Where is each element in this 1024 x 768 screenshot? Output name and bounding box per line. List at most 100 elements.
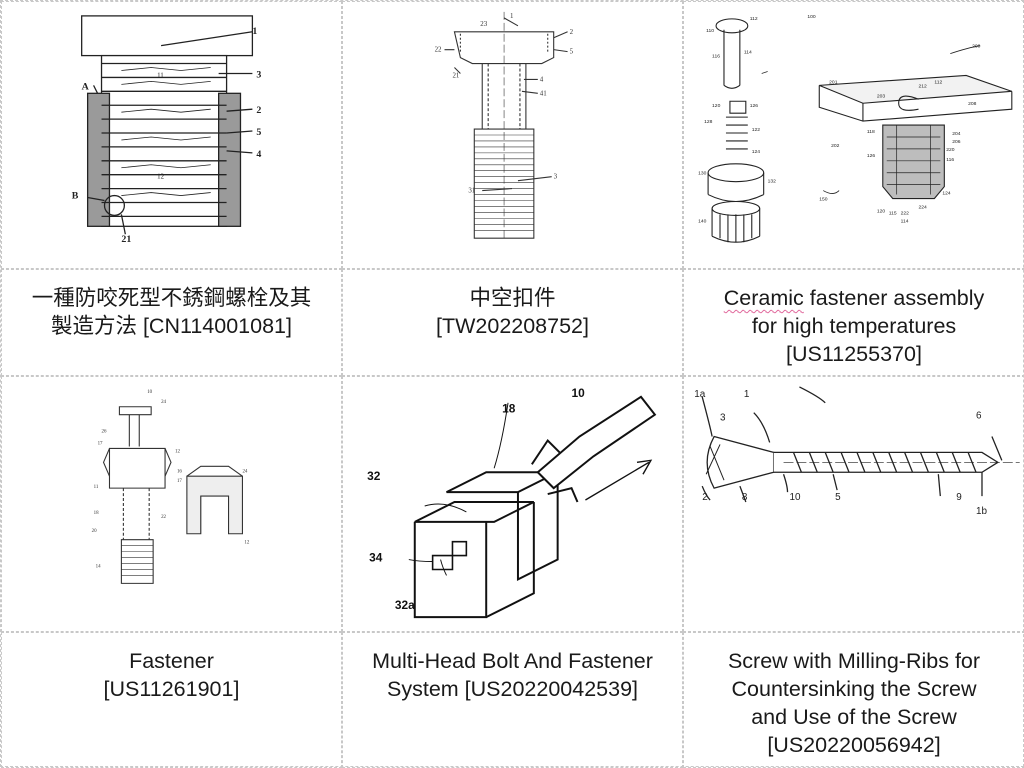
figure-3-label-33: 114 — [901, 218, 909, 224]
figure-3-caption-line-3: [US11255370] — [724, 340, 985, 368]
figure-2-label-5: 5 — [570, 48, 574, 56]
figure-4-label-1: 10 — [147, 390, 152, 395]
figure-2-caption-cell: 中空扣件 [TW202208752] — [342, 269, 683, 376]
figure-6-label-2: 1 — [744, 389, 750, 400]
figure-1-label-5: 5 — [256, 127, 261, 138]
figure-2-label-3: 2 — [570, 28, 574, 36]
figure-6-label-9: 6 — [976, 411, 982, 422]
figure-4-label-4: 12 — [175, 449, 180, 454]
figure-6-label-6: 10 — [790, 492, 802, 503]
figure-3-label-5: 114 — [744, 50, 752, 56]
figure-3-label-7: 201 — [829, 79, 838, 85]
figure-3-label-20: 206 — [952, 139, 961, 145]
figure-3-label-30: 115 — [889, 210, 897, 216]
figure-1-label-10: 12 — [157, 173, 164, 181]
figure-1-label-8: 21 — [121, 234, 131, 245]
figure-5-label-5: 32a — [395, 598, 415, 612]
figure-3-label-13: 126 — [750, 103, 759, 109]
figure-6-label-1: 1a — [694, 389, 706, 400]
figure-2-drawing: 1 23 2 22 5 21 4 41 3 31 — [342, 1, 683, 269]
ceramic-fastener-drawing: 110 112 100 116 114 200 201 212 112 208 … — [684, 2, 1024, 268]
fastener-drawing: 10 24 26 12 17 16 17 11 18 22 20 14 24 1… — [2, 377, 341, 631]
figure-5-label-3: 32 — [367, 469, 381, 483]
figure-2-label-2: 23 — [480, 20, 487, 28]
figure-4-label-5: 17 — [98, 441, 103, 446]
anti-seize-bolt-drawing: 1 3 A 2 5 4 B 21 11 12 — [2, 2, 341, 268]
figure-1-label-2: 3 — [256, 69, 261, 80]
figure-6-caption-line-1: Screw with Milling-Ribs for — [728, 647, 980, 675]
figure-3-label-19: 204 — [952, 131, 961, 137]
figure-6-label-8: 9 — [956, 492, 962, 503]
figure-4-label-6: 16 — [177, 469, 182, 474]
figure-3-caption-line-2: for high temperatures — [724, 312, 985, 340]
figure-3-label-3: 100 — [807, 14, 816, 20]
figure-3-label-23: 220 — [946, 147, 955, 153]
figure-4-label-2: 24 — [161, 400, 166, 405]
spellcheck-underline: Ceramic — [724, 286, 804, 310]
figure-4-label-14: 12 — [244, 541, 249, 546]
figure-2-label-4: 22 — [435, 46, 442, 54]
figure-5-label-4: 34 — [369, 551, 383, 565]
figure-3-label-26: 140 — [698, 218, 707, 224]
figure-3-label-8: 212 — [919, 83, 928, 89]
figure-2-label-10: 31 — [468, 187, 475, 195]
figure-3-label-18: 118 — [867, 129, 875, 135]
figure-2-caption-line-1: 中空扣件 — [436, 284, 589, 312]
figure-4-label-7: 17 — [177, 479, 182, 484]
figure-3-label-25: 116 — [946, 157, 954, 163]
figure-5-caption-line-1: Multi-Head Bolt And Fastener — [372, 647, 653, 675]
figure-3-label-27: 150 — [819, 197, 828, 203]
figure-3-label-4: 116 — [712, 54, 720, 60]
figure-5-label-2: 18 — [502, 402, 516, 416]
figure-3-caption-cell: Ceramic fastener assembly for high tempe… — [683, 269, 1024, 376]
figure-3-label-31: 222 — [901, 210, 910, 216]
figure-6-label-3: 3 — [720, 413, 726, 424]
figure-1-label-1: 1 — [252, 26, 257, 37]
figure-3-label-21: 130 — [698, 171, 707, 177]
figure-3-label-2: 112 — [750, 16, 758, 22]
figure-3-label-32: 224 — [919, 204, 928, 210]
figure-3-label-1: 110 — [706, 28, 714, 34]
figure-4-label-3: 26 — [102, 430, 107, 435]
figure-2-label-8: 41 — [540, 89, 547, 97]
figure-6-caption-line-2: Countersinking the Screw — [728, 675, 980, 703]
figure-4-caption-line-1: Fastener — [104, 647, 240, 675]
figure-3-label-6: 200 — [972, 44, 981, 50]
figure-1-label-9: 11 — [157, 71, 164, 79]
figure-4-label-12: 14 — [96, 565, 101, 570]
figure-4-caption-cell: Fastener [US11261901] — [1, 632, 342, 768]
figure-5-caption: Multi-Head Bolt And Fastener System [US2… — [372, 647, 653, 703]
figure-5-label-1: 10 — [572, 386, 586, 400]
figure-3-label-22: 132 — [768, 179, 777, 185]
figure-5-caption-line-2: System [US20220042539] — [372, 675, 653, 703]
figure-1-drawing: 1 3 A 2 5 4 B 21 11 12 — [1, 1, 342, 269]
figure-3-label-17: 202 — [831, 143, 840, 149]
figure-5-caption-cell: Multi-Head Bolt And Fastener System [US2… — [342, 632, 683, 768]
figure-6-label-5: 8 — [742, 492, 748, 503]
figure-1-label-3: A — [82, 81, 90, 92]
figure-1-caption: 一種防咬死型不銹鋼螺栓及其 製造方法 [CN114001081] — [32, 284, 312, 340]
figure-1-caption-cell: 一種防咬死型不銹鋼螺栓及其 製造方法 [CN114001081] — [1, 269, 342, 376]
figure-3-label-28: 124 — [942, 191, 951, 197]
figure-6-drawing: 1a 1 3 2 8 10 5 9 6 1b — [683, 376, 1024, 632]
figure-1-caption-line-2: 製造方法 [CN114001081] — [32, 312, 312, 340]
figure-1-label-7: B — [72, 191, 79, 202]
figure-2-caption-line-2: [TW202208752] — [436, 312, 589, 340]
figure-4-label-8: 11 — [94, 485, 99, 490]
figure-6-caption: Screw with Milling-Ribs for Countersinki… — [728, 647, 980, 759]
figure-3-caption: Ceramic fastener assembly for high tempe… — [724, 284, 985, 368]
figure-1-label-6: 4 — [256, 149, 261, 160]
figure-3-label-9: 112 — [934, 79, 942, 85]
figure-3-label-15: 122 — [752, 127, 761, 133]
figure-2-label-1: 1 — [510, 12, 514, 20]
figure-3-label-24: 126 — [867, 153, 876, 159]
figure-2-caption: 中空扣件 [TW202208752] — [436, 284, 589, 340]
figure-5-drawing: 10 18 32 34 32a — [342, 376, 683, 632]
figure-4-label-13: 24 — [242, 469, 247, 474]
figure-4-label-10: 22 — [161, 515, 166, 520]
figure-6-label-7: 5 — [835, 492, 841, 503]
figure-6-caption-line-3: and Use of the Screw — [728, 703, 980, 731]
multi-head-bolt-drawing: 10 18 32 34 32a — [343, 377, 682, 631]
figure-3-label-29: 120 — [877, 208, 886, 214]
hollow-fastener-drawing: 1 23 2 22 5 21 4 41 3 31 — [343, 2, 682, 268]
